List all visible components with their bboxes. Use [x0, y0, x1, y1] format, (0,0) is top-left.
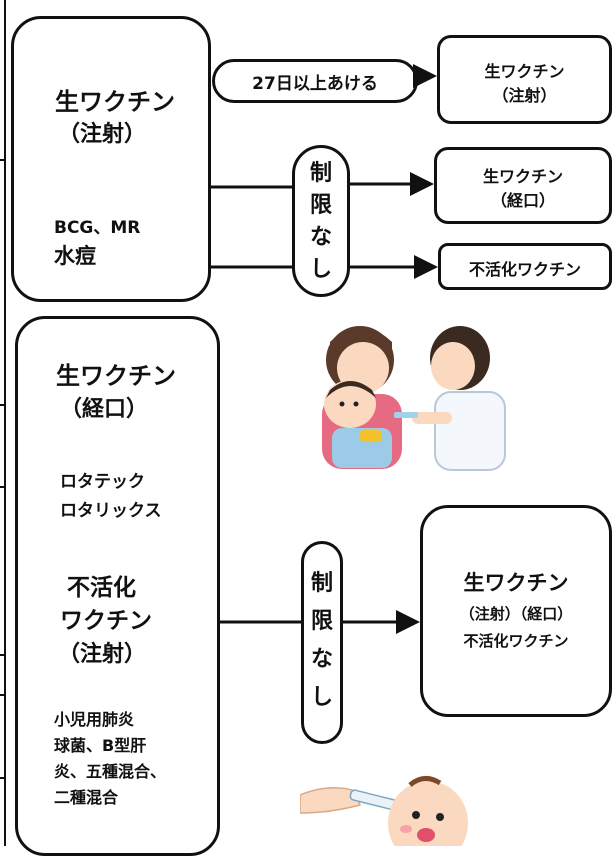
no-limit-pill-top — [292, 145, 350, 297]
no-limit-char: 制 — [310, 571, 333, 596]
vaccination-illustration — [322, 326, 506, 471]
oral-inactivated-source-box — [15, 316, 220, 856]
interval-pill — [212, 59, 418, 103]
source-title-line1: 生ワクチン — [55, 88, 175, 116]
target-all-line1: 生ワクチン — [463, 571, 569, 595]
oral-title-line1: 生ワクチン — [56, 362, 176, 390]
target-live-oral-line1: 生ワクチン — [482, 167, 563, 186]
oral-examples-line2: ロタリックス — [60, 501, 162, 521]
no-limit-char: な — [310, 647, 333, 672]
inactivated-title-line1: 不活化 — [67, 575, 136, 601]
no-limit-char: し — [310, 685, 333, 710]
target-inactivated-label: 不活化ワクチン — [468, 260, 581, 279]
inactivated-examples-line2: 球菌、B型肝 — [54, 736, 147, 755]
target-live-injection-line2: （注射） — [492, 86, 557, 105]
no-limit-pill-bottom — [301, 541, 343, 744]
target-all-line2: （注射）（経口） — [459, 605, 573, 623]
oral-vaccine-illustration — [300, 776, 468, 846]
no-limit-char: し — [309, 257, 332, 282]
no-limit-pill-top-label: 制 限 な し — [292, 158, 350, 286]
target-live-oral-box — [434, 147, 612, 224]
oral-title-line2: （経口） — [60, 397, 149, 422]
no-limit-char: 限 — [309, 193, 332, 218]
target-live-injection-line1: 生ワクチン — [484, 62, 565, 81]
no-limit-char: な — [309, 225, 332, 250]
source-examples-line1: BCG、MR — [54, 218, 141, 238]
inactivated-title-line3: （注射） — [58, 642, 147, 667]
no-limit-pill-bottom-label: 制 限 な し — [301, 565, 343, 717]
target-live-oral-line2: （経口） — [490, 191, 555, 210]
target-all-line3: 不活化ワクチン — [463, 632, 569, 650]
source-examples-line2: 水痘 — [54, 244, 96, 268]
oral-examples-line1: ロタテック — [60, 472, 145, 492]
inactivated-examples-line4: 二種混合 — [54, 788, 119, 807]
inactivated-title-line2: ワクチン — [60, 608, 152, 634]
inactivated-examples-line1: 小児用肺炎 — [54, 710, 135, 729]
target-all-box — [420, 505, 612, 717]
no-limit-char: 制 — [309, 161, 332, 186]
target-live-injection-box — [437, 35, 612, 124]
no-limit-char: 限 — [310, 609, 333, 634]
target-inactivated-box — [438, 243, 612, 290]
live-injection-source-box — [11, 16, 211, 302]
inactivated-examples-line3: 炎、五種混合、 — [54, 762, 167, 781]
source-title-line2: （注射） — [58, 122, 147, 147]
interval-pill-label: 27日以上あける — [252, 74, 378, 94]
